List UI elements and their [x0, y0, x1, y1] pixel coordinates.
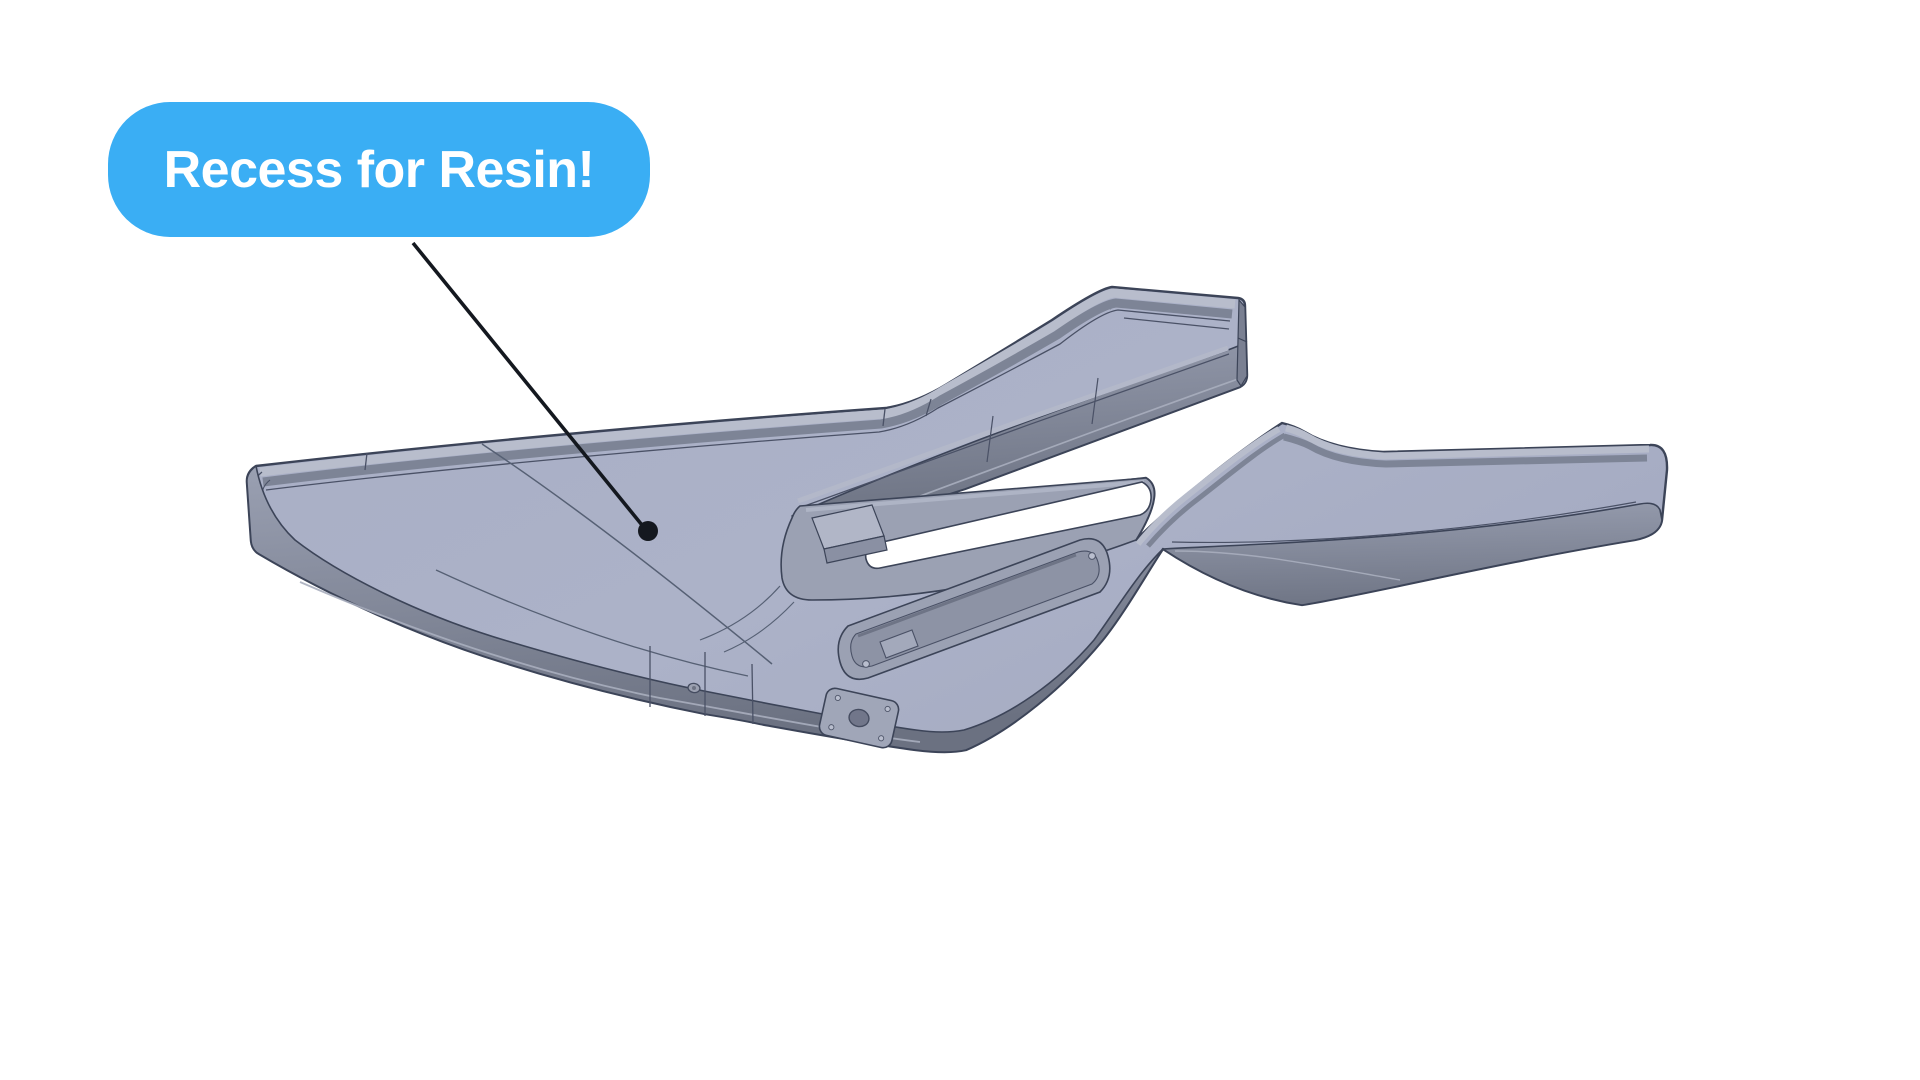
rim-seam-tick: [364, 452, 368, 471]
jack-hole: [848, 708, 870, 728]
rim-inner-line: [265, 309, 1231, 491]
wing-wall: [1162, 502, 1663, 606]
wing-left-rim-dark: [1146, 432, 1287, 548]
callout-label: Recess for Resin!: [163, 140, 595, 199]
rail-tip-rim-dark: [1105, 299, 1231, 318]
wing-rim-top-face: [1285, 424, 1650, 460]
rim-inner-wall: [262, 298, 1233, 487]
screw-hole: [828, 724, 835, 731]
leader-dot: [638, 521, 658, 541]
screw-hole: [834, 694, 841, 701]
leader-line: [411, 241, 648, 532]
screw-hole: [878, 735, 885, 742]
rail-wall-top-line: [798, 353, 1230, 509]
wall-seam: [751, 663, 754, 725]
frame-top-face: [805, 480, 1145, 512]
rail-tip-notch: [1237, 337, 1248, 343]
wing-rim-inner: [1283, 433, 1648, 468]
channel-ramp-line: [723, 601, 795, 653]
rim-seam-tick: [882, 408, 886, 427]
rim-seam-tick: [925, 398, 932, 417]
wing-wall-seam: [1174, 550, 1401, 581]
rail-tip-floor-line: [1123, 317, 1230, 330]
screw-hole: [884, 705, 891, 713]
wing-floor-inner-line: [1171, 501, 1637, 544]
callout-bubble: Recess for Resin!: [108, 102, 650, 237]
screw-hole: [862, 660, 870, 668]
rim-top-face: [259, 288, 1236, 477]
wing-left-rim-light: [1135, 426, 1281, 546]
channel-crossbar-face: [823, 535, 888, 564]
side-hole-center: [692, 686, 696, 690]
rail-tip-face: [1236, 298, 1248, 388]
rail-wall-top-face: [797, 345, 1229, 504]
surface-seam: [435, 569, 749, 677]
channel-ramp-line: [699, 585, 781, 641]
rail-tip-rim-light: [1100, 289, 1234, 308]
rail-wall-seam: [986, 415, 994, 463]
cavity-inner-shadow: [857, 553, 1077, 638]
rail-wall-fillet: [914, 378, 1239, 499]
rail-wall-seam: [1091, 377, 1099, 425]
jack-plate-group: [818, 687, 900, 749]
cavity-block: [879, 629, 919, 659]
screw-hole: [1088, 552, 1096, 560]
